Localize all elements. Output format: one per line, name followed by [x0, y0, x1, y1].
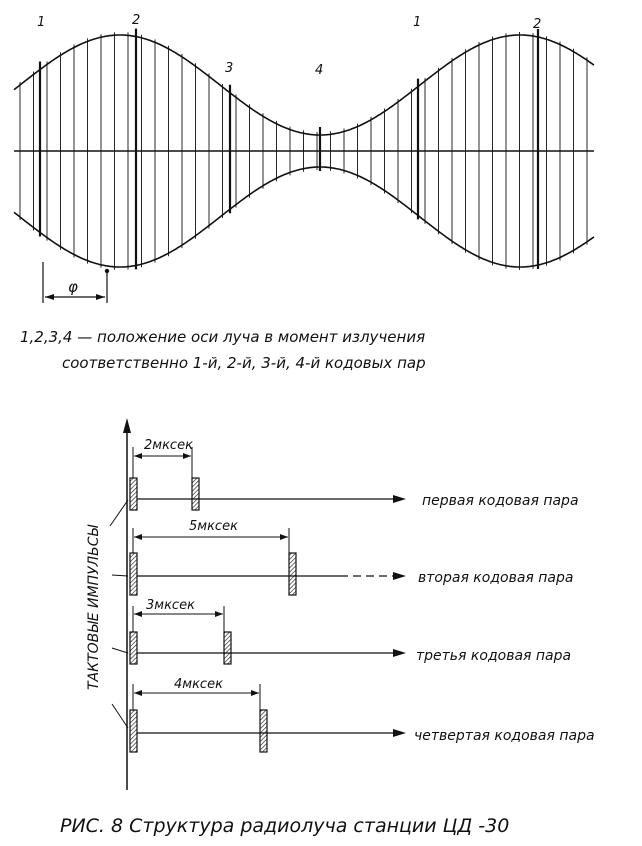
pair-3-pulse-a	[129, 631, 138, 665]
phi-label: φ	[68, 278, 78, 296]
pair-2-dim-arrow-left	[134, 534, 142, 540]
phi-arrow-left	[45, 294, 54, 300]
pair-1-dim-arrow-right	[183, 453, 191, 459]
beam-mark-label-2b: 2	[533, 17, 541, 32]
beam-mark-label-2a: 2	[132, 13, 140, 28]
pair-1-timeline-arrowhead	[393, 495, 406, 503]
pair-1-pulse-a	[129, 477, 138, 511]
pair-4-delay-label: 4мксек	[174, 677, 223, 692]
code-pair-1: 2мксек первая кодовая пара	[129, 438, 579, 511]
beam-mark-label-1a: 1	[37, 15, 45, 30]
beam-position-marks	[38, 28, 540, 270]
code-pair-3: 3мксек третья кодовая пара	[129, 598, 571, 665]
pulse-pointer-3	[111, 647, 129, 654]
pair-1-delay-label: 2мксек	[144, 438, 193, 453]
beam-mark-label-3: 3	[225, 61, 233, 76]
pair-2-timeline-arrowhead	[393, 572, 406, 580]
envelope-lower-curve	[13, 166, 595, 268]
time-axis-arrowhead	[123, 418, 131, 433]
code-pair-4: 4мксек четвертая кодовая пара	[129, 677, 595, 753]
phi-arrow-right	[96, 294, 105, 300]
pair-4-pulse-a	[129, 709, 138, 753]
code-pair-2: 5мксек вторая кодовая пара	[129, 519, 573, 596]
envelope-upper-curve	[13, 34, 595, 136]
pair-3-delay-label: 3мксек	[146, 598, 195, 613]
caption-line-1: 1,2,3,4 — положение оси луча в момент из…	[20, 328, 425, 346]
pair-3-pulse-b	[223, 631, 232, 665]
pair-1-dim-arrow-left	[134, 453, 142, 459]
pulse-pointer-2	[111, 574, 129, 577]
pair-4-dim-arrow-left	[134, 690, 142, 696]
pair-2-dim-arrow-right	[280, 534, 288, 540]
pair-1-pulse-b	[191, 477, 200, 511]
pair-2-pulse-b	[288, 552, 297, 596]
pulse-pointer-4	[111, 703, 129, 729]
pulse-pointer-1	[109, 499, 129, 527]
pair-3-dim-arrow-right	[215, 611, 223, 617]
phi-point	[104, 268, 110, 274]
beam-envelope-figure: 1 2 3 4 1 2 φ 1,2,3,4 — положение оси лу…	[13, 13, 595, 372]
beam-mark-label-1b: 1	[413, 15, 421, 30]
pair-2-delay-label: 5мксек	[189, 519, 238, 534]
clock-pulses-label: ТАКТОВЫЕ ИМПУЛЬСЫ	[86, 524, 102, 690]
pair-2-pulse-a	[129, 552, 138, 596]
pair-4-pulse-b	[259, 709, 268, 753]
figure-caption: РИС. 8 Структура радиолуча станции ЦД -3…	[60, 815, 509, 837]
pair-2-name: вторая кодовая пара	[418, 570, 573, 586]
pair-4-name: четвертая кодовая пара	[414, 728, 595, 744]
pair-4-timeline-arrowhead	[393, 729, 406, 737]
pair-4-dim-arrow-right	[251, 690, 259, 696]
pair-1-name: первая кодовая пара	[422, 493, 579, 509]
caption-line-2: соответственно 1-й, 2-й, 3-й, 4-й кодовы…	[62, 354, 426, 372]
pair-3-timeline-arrowhead	[393, 649, 406, 657]
code-pairs-timing-figure: ТАКТОВЫЕ ИМПУЛЬСЫ 2мксек первая кодовая …	[86, 418, 595, 790]
pair-3-name: третья кодовая пара	[416, 648, 571, 664]
beam-mark-label-4: 4	[315, 63, 323, 78]
pair-3-dim-arrow-left	[134, 611, 142, 617]
